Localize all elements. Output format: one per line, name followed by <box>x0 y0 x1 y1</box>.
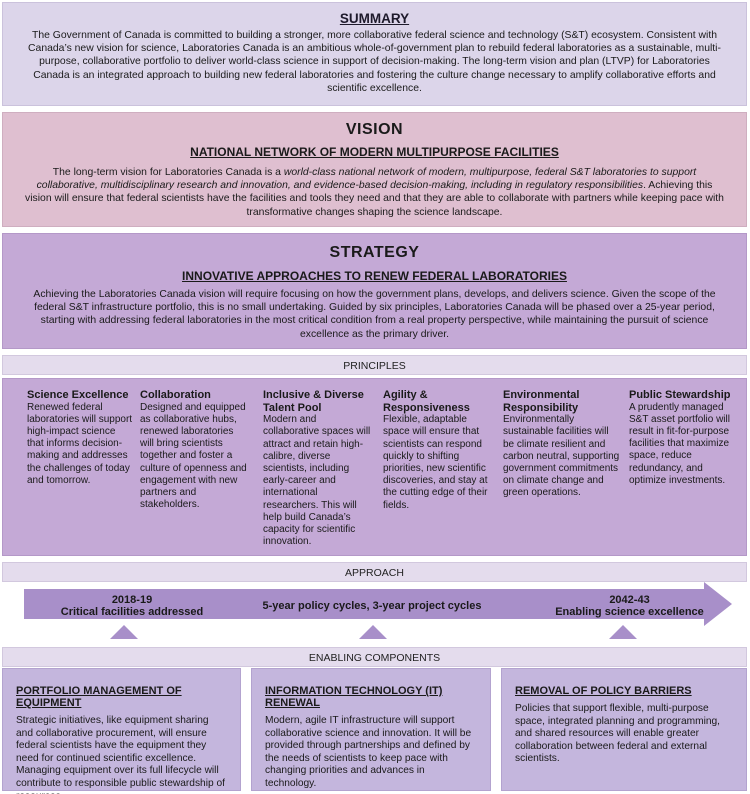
vision-text-after: . Achieving this vision will ensure that… <box>25 180 724 218</box>
enabling-title: REMOVAL OF POLICY BARRIERS <box>515 685 692 697</box>
strategy-text: Achieving the Laboratories Canada vision… <box>33 289 716 340</box>
vision-subtitle: NATIONAL NETWORK OF MODERN MULTIPURPOSE … <box>190 145 559 159</box>
vision-title: VISION <box>345 121 404 138</box>
vision-text-before: The long-term vision for Laboratories Ca… <box>52 167 284 178</box>
principle-collaboration: Collaboration Designed and equipped as c… <box>140 389 248 511</box>
enabling-label: ENABLING COMPONENTS <box>2 647 747 667</box>
principle-title: Collaboration <box>140 389 211 401</box>
approach-end-text: Enabling science excellence <box>555 606 704 619</box>
enabling-text: Policies that support flexible, multi-pu… <box>515 703 721 765</box>
timeline-arrow <box>24 582 732 639</box>
principle-title: Public Stewardship <box>629 389 731 401</box>
principle-title: Inclusive & Diverse Talent Pool <box>263 389 364 414</box>
principle-text: Designed and equipped as collaborative h… <box>140 401 247 511</box>
principle-agility: Agility & Responsiveness Flexible, adapt… <box>383 389 493 512</box>
principle-text: Modern and collaborative spaces will att… <box>263 414 371 548</box>
marker-start <box>110 625 138 639</box>
summary-text: The Government of Canada is committed to… <box>28 30 721 94</box>
vision-text-italic: world-class national network of modern, … <box>36 167 697 192</box>
marker-end <box>609 625 637 639</box>
principle-inclusive-diverse: Inclusive & Diverse Talent Pool Modern a… <box>263 389 371 548</box>
marker-middle <box>359 625 387 639</box>
principles-label: PRINCIPLES <box>2 355 747 375</box>
strategy-title: STRATEGY <box>329 244 420 261</box>
principle-title: Environmental Responsibility <box>503 389 580 414</box>
approach-start: 2018-19 Critical facilities addressed <box>52 594 212 619</box>
principle-text: Flexible, adaptable space will ensure th… <box>383 414 488 511</box>
principle-text: Environmentally sustainable facilities w… <box>503 414 620 499</box>
arrow-shape <box>24 582 732 626</box>
summary-section: SUMMARY The Government of Canada is comm… <box>2 2 747 106</box>
enabling-title: INFORMATION TECHNOLOGY (IT) RENEWAL <box>265 685 443 709</box>
approach-label: APPROACH <box>2 562 747 582</box>
principle-title: Science Excellence <box>27 389 129 401</box>
approach-start-text: Critical facilities addressed <box>60 606 204 619</box>
principle-science-excellence: Science Excellence Renewed federal labor… <box>27 389 133 487</box>
principle-environmental: Environmental Responsibility Environment… <box>503 389 621 500</box>
approach-end: 2042-43 Enabling science excellence <box>547 594 712 619</box>
enabling-equipment: PORTFOLIO MANAGEMENT OF EQUIPMENT Strate… <box>2 668 241 794</box>
vision-text: The long-term vision for Laboratories Ca… <box>23 166 726 219</box>
approach-middle: 5-year policy cycles, 3-year project cyc… <box>237 600 507 612</box>
vision-section: VISION NATIONAL NETWORK OF MODERN MULTIP… <box>2 112 747 227</box>
enabling-it-renewal: INFORMATION TECHNOLOGY (IT) RENEWAL Mode… <box>251 668 491 791</box>
enabling-title: PORTFOLIO MANAGEMENT OF EQUIPMENT <box>16 685 182 709</box>
principle-text: Renewed federal laboratories will suppor… <box>27 401 133 486</box>
principle-public-stewardship: Public Stewardship A prudently managed S… <box>629 389 739 487</box>
approach-start-year: 2018-19 <box>111 594 153 606</box>
approach-middle-text: 5-year policy cycles, 3-year project cyc… <box>262 600 482 612</box>
summary-title: SUMMARY <box>339 11 410 26</box>
enabling-policy-barriers: REMOVAL OF POLICY BARRIERS Policies that… <box>501 668 747 791</box>
strategy-subtitle: INNOVATIVE APPROACHES TO RENEW FEDERAL L… <box>182 269 567 283</box>
approach-timeline: 2018-19 Critical facilities addressed 5-… <box>2 582 747 642</box>
enabling-text: Strategic initiatives, like equipment sh… <box>16 715 225 794</box>
principle-text: A prudently managed S&T asset portfolio … <box>629 401 730 486</box>
strategy-section: STRATEGY INNOVATIVE APPROACHES TO RENEW … <box>2 233 747 349</box>
enabling-text: Modern, agile IT infrastructure will sup… <box>265 715 472 789</box>
principles-section: Science Excellence Renewed federal labor… <box>2 378 747 556</box>
principle-title: Agility & Responsiveness <box>383 389 470 414</box>
approach-end-year: 2042-43 <box>609 594 650 606</box>
